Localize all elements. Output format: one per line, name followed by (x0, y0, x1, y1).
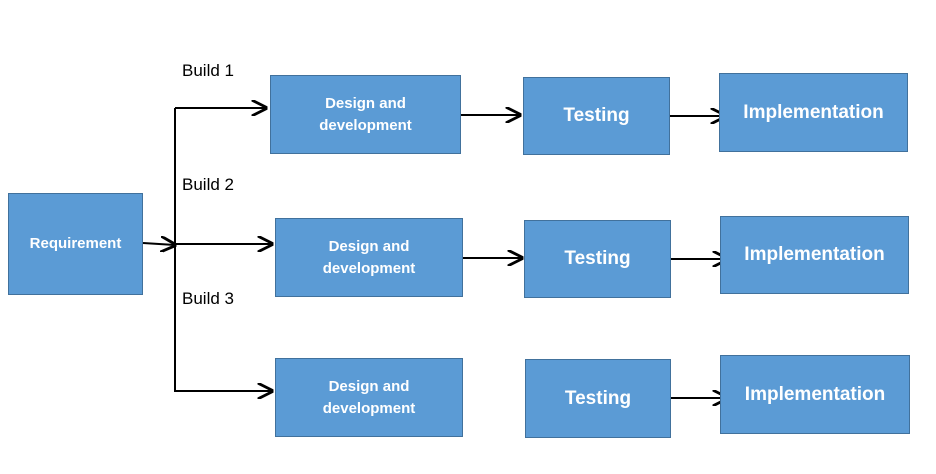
requirement-label: Requirement (29, 235, 122, 253)
implementation-box-build-1: Implementation (719, 73, 908, 152)
testing-label: Testing (563, 105, 630, 127)
implementation-label: Implementation (744, 383, 886, 405)
testing-box-build-3: Testing (525, 359, 671, 438)
implementation-label: Implementation (743, 101, 884, 123)
testing-label: Testing (564, 387, 632, 409)
testing-box-build-1: Testing (523, 77, 670, 155)
design-label: Design and development (322, 377, 416, 417)
design-label: Design and development (322, 237, 416, 277)
design-label: Design and development (319, 94, 412, 134)
build-3-label: Build 3 (182, 289, 234, 308)
arrow-requirement-to-branch (142, 243, 175, 245)
design-box-build-3: Design and development (275, 358, 463, 437)
requirement-box: Requirement (8, 193, 143, 295)
build-1-label: Build 1 (182, 61, 234, 80)
build-2-label: Build 2 (182, 175, 234, 194)
design-box-build-2: Design and development (275, 218, 463, 297)
testing-label: Testing (564, 248, 631, 270)
design-box-build-1: Design and development (270, 75, 461, 154)
implementation-box-build-2: Implementation (720, 216, 909, 294)
implementation-label: Implementation (744, 244, 885, 266)
implementation-box-build-3: Implementation (720, 355, 910, 434)
testing-box-build-2: Testing (524, 220, 671, 298)
